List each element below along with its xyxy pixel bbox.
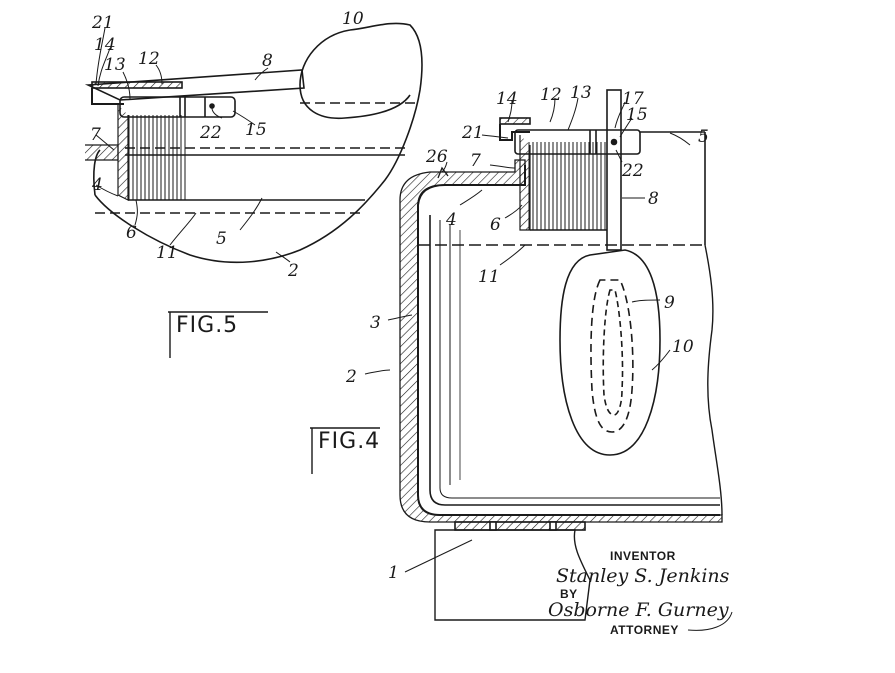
- fig4-tank-wall-hatch: [399, 159, 723, 523]
- fig5-reference-numerals: 21 14 13 12 8 10 7 4 22 15 6 11 5 2: [90, 9, 364, 281]
- fig4-ref-11: 11: [478, 267, 500, 287]
- fig4-float-core-inner: [602, 289, 624, 416]
- fig4-hinge-block: [514, 129, 641, 155]
- fig4-ref-7: 7: [470, 151, 481, 171]
- fig4-ref-4: 4: [445, 210, 457, 230]
- fig5-ref-8: 8: [262, 51, 273, 71]
- fig4-ref-9: 9: [664, 293, 675, 313]
- fig4-ref-3: 3: [370, 313, 381, 333]
- fig4-ref-1: 1: [388, 563, 399, 583]
- fig5-ref-21: 21: [91, 13, 114, 33]
- fig5-ref-22: 22: [199, 123, 222, 143]
- fig4-ref-12: 12: [540, 85, 562, 105]
- fig5-shaded-block: [128, 115, 186, 200]
- fig4-label: FIG.4: [318, 429, 380, 454]
- fig5-ref-10: 10: [342, 9, 364, 29]
- figure-5: [84, 22, 423, 264]
- fig4-rod: [606, 89, 622, 251]
- by-label: BY: [560, 587, 578, 601]
- fig4-ref-26: 26: [425, 147, 448, 167]
- fig5-ref-7: 7: [90, 125, 101, 145]
- fig5-flange: [85, 144, 119, 161]
- inventor-label: INVENTOR: [610, 549, 676, 563]
- fig4-ref-2: 2: [345, 367, 357, 387]
- fig4-ref-6: 6: [490, 215, 501, 235]
- fig5-ref-2: 2: [287, 261, 299, 281]
- fig5-ref-12: 12: [138, 49, 160, 69]
- fig4-ref-10: 10: [672, 337, 694, 357]
- inventor-signature: Stanley S. Jenkins: [556, 565, 730, 587]
- fig4-float-core: [590, 279, 634, 433]
- fig5-lever-arm: [84, 69, 305, 101]
- fig5-cap: [91, 81, 183, 89]
- inventor-block: INVENTOR Stanley S. Jenkins BY Osborne F…: [548, 549, 733, 637]
- fig4-base: [434, 529, 591, 621]
- figure-4: [364, 89, 723, 621]
- fig4-ref-8: 8: [648, 189, 659, 209]
- fig5-ref-5: 5: [216, 229, 227, 249]
- fig4-right-break: [704, 244, 723, 516]
- fig4-cap-bracket: [499, 124, 530, 141]
- fig5-ref-15: 15: [245, 120, 267, 140]
- fig4-cup-wall: [519, 135, 531, 231]
- attorney-label: ATTORNEY: [610, 623, 679, 637]
- fig4-cap-hatch: [499, 117, 531, 125]
- fig5-bracket: [91, 88, 124, 105]
- fig4-ref-21: 21: [461, 123, 484, 143]
- fig4-base-hatch: [454, 521, 586, 531]
- fig4-reference-numerals: 14 12 13 17 15 21 5 26 7 22 4 6 8 11 9 3…: [345, 83, 709, 583]
- fig4-float: [559, 249, 661, 456]
- fig4-ref-22: 22: [621, 161, 644, 181]
- fig4-ref-13: 13: [570, 83, 592, 103]
- fig5-ref-4: 4: [91, 175, 103, 195]
- fig5-ref-6: 6: [126, 223, 137, 243]
- fig4-ref-14: 14: [496, 89, 518, 109]
- fig4-cup-shaded: [528, 142, 608, 230]
- attorney-signature: Osborne F. Gurney: [548, 599, 729, 621]
- fig4-label-group: FIG.4: [310, 427, 380, 474]
- fig5-ref-11: 11: [156, 243, 178, 263]
- fig5-wall: [117, 105, 129, 201]
- fig5-float: [299, 29, 411, 120]
- fig5-break-outline: [94, 22, 423, 264]
- fig5-ref-14: 14: [94, 35, 116, 55]
- fig4-ref-5: 5: [698, 127, 709, 147]
- fig4-ref-17: 17: [622, 89, 644, 109]
- attorney-flourish: [687, 611, 733, 631]
- fig5-ref-13: 13: [104, 55, 126, 75]
- fig5-hinge-bar: [119, 96, 236, 118]
- fig5-label: FIG.5: [176, 313, 238, 338]
- fig4-ref-15: 15: [626, 105, 648, 125]
- fig5-label-group: FIG.5: [168, 311, 268, 358]
